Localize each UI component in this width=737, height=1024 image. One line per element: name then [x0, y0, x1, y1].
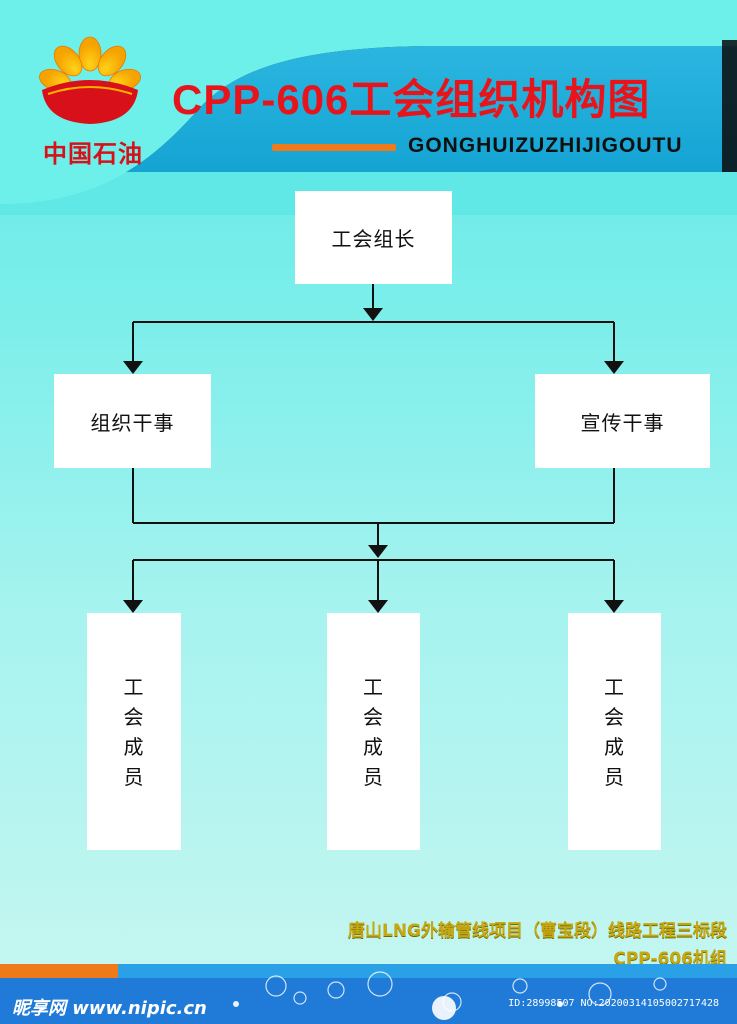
- cnpc-logo-icon: [39, 36, 141, 124]
- officer-left-box: 组织干事: [54, 374, 211, 468]
- member-char: 员: [123, 764, 145, 789]
- member-char: 会: [363, 704, 384, 729]
- brand-text: 中国石油: [43, 140, 143, 168]
- member-char: 工: [363, 674, 384, 699]
- member-char: 员: [363, 764, 384, 789]
- arrow-down-icon: [368, 545, 388, 558]
- member-char: 成: [123, 734, 145, 759]
- member-char: 会: [123, 704, 145, 729]
- watermark-site: 昵享网 www.nipic.cn: [12, 998, 207, 1019]
- member-char: 会: [604, 704, 625, 729]
- project-name: 唐山LNG外输管线项目（曹宝段）线路工程三标段: [347, 921, 727, 941]
- member-char: 成: [604, 734, 625, 759]
- arrow-down-icon: [604, 600, 624, 613]
- arrow-down-icon: [123, 600, 143, 613]
- arrow-down-icon: [123, 361, 143, 374]
- watermark-id: ID:28998507 NO:20200314105002717428: [508, 998, 719, 1009]
- page-subtitle: GONGHUIZUZHIJIGOUTU: [408, 134, 683, 157]
- member-char: 工: [123, 674, 145, 699]
- officer-right-label: 宣传干事: [580, 410, 665, 435]
- bottom-strip: [0, 964, 737, 1024]
- leader-box: 工会组长: [295, 191, 452, 284]
- member-char: 成: [363, 734, 384, 759]
- officer-right-box: 宣传干事: [535, 374, 710, 468]
- title-rule: [272, 144, 396, 151]
- member-box-3: 工 会 成 员: [568, 613, 661, 850]
- arrow-down-icon: [368, 600, 388, 613]
- arrow-down-icon: [363, 308, 383, 321]
- member-box-1: 工 会 成 员: [87, 613, 181, 850]
- member-char: 工: [604, 674, 625, 699]
- page-title: CPP-606工会组织机构图: [172, 76, 651, 123]
- member-char: 员: [604, 764, 625, 789]
- member-box-2: 工 会 成 员: [327, 613, 420, 850]
- leader-label: 工会组长: [331, 227, 416, 251]
- officer-left-label: 组织干事: [90, 410, 175, 435]
- header-band: [0, 0, 737, 215]
- arrow-down-icon: [604, 361, 624, 374]
